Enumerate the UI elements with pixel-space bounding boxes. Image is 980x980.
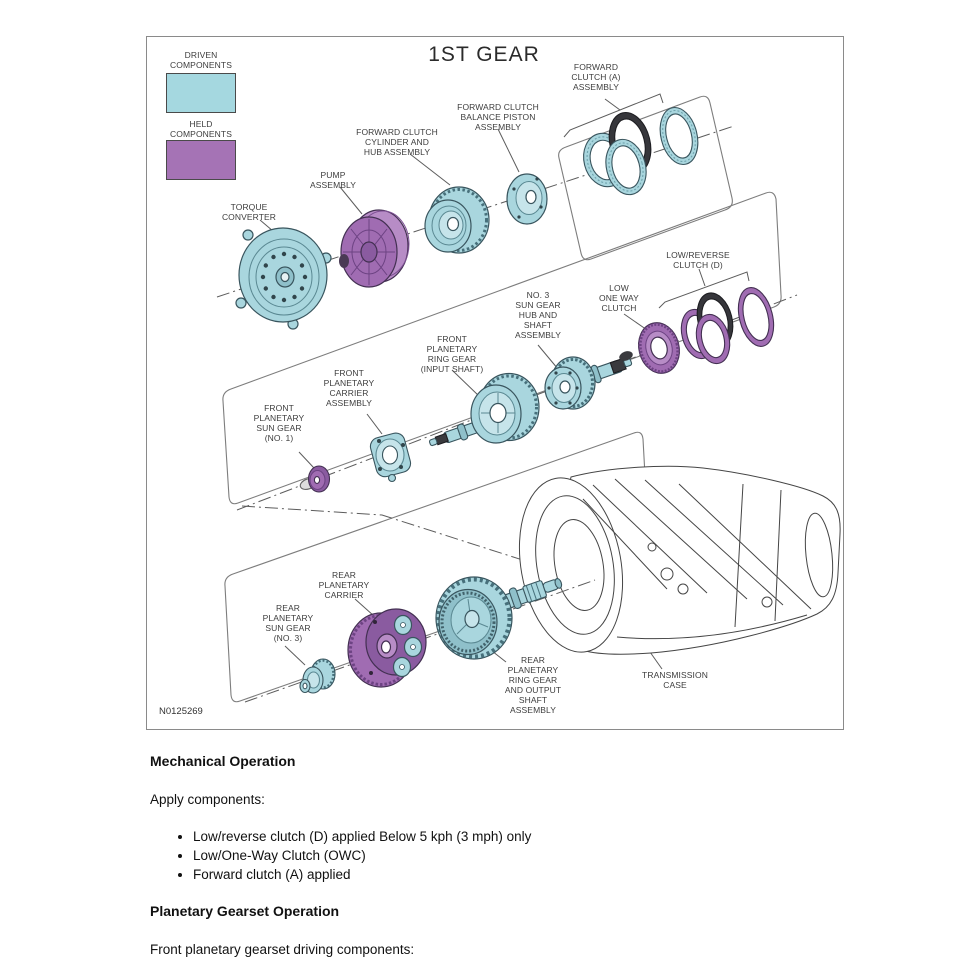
heading-planetary-gearset: Planetary Gearset Operation [150,903,340,919]
rear-sun-gear-part [299,658,336,694]
label-transmission-case: TRANSMISSION CASE [642,670,708,690]
rear-carrier-part [347,608,427,688]
heading-mechanical-operation: Mechanical Operation [150,753,296,769]
rear-ring-gear-part [435,576,563,660]
label-no3-sun-gear: NO. 3 SUN GEAR HUB AND SHAFT ASSEMBLY [515,290,561,340]
front-carrier-part [369,432,412,483]
label-balance-piston: FORWARD CLUTCH BALANCE PISTON ASSEMBLY [457,102,539,132]
list-item-low-reverse: Low/reverse clutch (D) applied Below 5 k… [193,827,920,846]
driven-components-swatch [166,73,236,113]
figure-title: 1ST GEAR [428,43,540,66]
figure-id: N0125269 [159,706,203,717]
forward-clutch-cylinder-part [424,186,490,254]
label-forward-clutch-a: FORWARD CLUTCH (A) ASSEMBLY [571,62,621,92]
body-text: Mechanical Operation Apply components: L… [150,753,920,958]
low-one-way-clutch-part [619,322,680,374]
balance-piston-part [506,173,548,225]
low-reverse-rings [680,287,775,365]
no3-sun-gear-hub-part [544,356,633,410]
label-low-one-way-clutch: LOW ONE WAY CLUTCH [599,283,639,313]
torque-converter-part [235,227,332,330]
pump-assembly-part [339,209,410,288]
legend-held-label: HELD COMPONENTS [170,119,232,139]
label-rear-carrier: REAR PLANETARY CARRIER [318,570,370,600]
exploded-diagram [216,93,841,703]
figure-box: 1ST GEAR DRIVEN COMPONENTS HELD COMPONEN… [146,36,844,730]
list-item-forward: Forward clutch (A) applied [193,865,920,884]
label-front-carrier: FRONT PLANETARY CARRIER ASSEMBLY [323,368,375,408]
label-front-sun-gear: FRONT PLANETARY SUN GEAR (NO. 1) [253,403,305,443]
list-item-owc: Low/One-Way Clutch (OWC) [193,846,920,865]
held-components-swatch [166,140,236,180]
forward-clutch-a-rings [583,106,699,196]
label-torque-converter: TORQUE CONVERTER [221,202,277,222]
label-leader-lines [259,93,750,670]
label-front-ring-gear: FRONT PLANETARY RING GEAR (INPUT SHAFT) [420,334,484,374]
label-low-reverse-clutch: LOW/REVERSE CLUTCH (D) [666,250,730,270]
label-rear-ring-gear: REAR PLANETARY RING GEAR AND OUTPUT SHAF… [504,655,562,715]
front-ring-gear-part [470,372,540,444]
label-pump-assembly: PUMP ASSEMBLY [310,170,356,190]
apply-components-list: Low/reverse clutch (D) applied Below 5 k… [150,827,920,884]
planetary-intro: Front planetary gearset driving componen… [150,942,415,957]
front-sun-gear-part [299,465,331,493]
legend-driven-label: DRIVEN COMPONENTS [170,50,232,70]
label-cylinder-hub: FORWARD CLUTCH CYLINDER AND HUB ASSEMBLY [356,127,438,157]
apply-components-intro: Apply components: [150,792,265,807]
label-rear-sun-gear: REAR PLANETARY SUN GEAR (NO. 3) [262,603,314,643]
transmission-case-part [512,465,841,655]
